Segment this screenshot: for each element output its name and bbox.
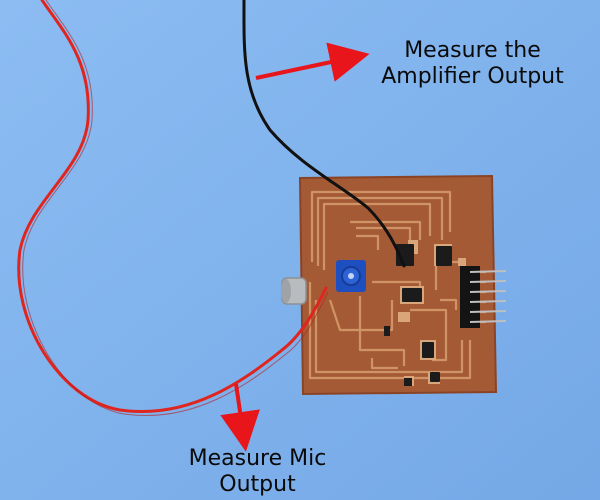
red-wire	[17, 0, 328, 413]
black-wire	[242, 0, 406, 268]
mic-label-line1: Measure Mic	[188, 446, 327, 471]
mic-arrow	[220, 383, 260, 452]
ic-chips	[384, 244, 452, 386]
amplifier-output-label: Measure the Amplifier Output	[370, 38, 575, 90]
amplifier-label-line2: Amplifier Output	[381, 64, 564, 89]
pcb-board	[298, 174, 507, 396]
red-wire-shadow	[22, 0, 329, 416]
amplifier-label-line1: Measure the	[404, 38, 541, 63]
pin-header	[460, 266, 507, 328]
microphone	[281, 277, 307, 305]
potentiometer	[336, 260, 366, 292]
mic-output-label: Measure Mic Output	[170, 446, 345, 498]
amplifier-arrow	[255, 42, 370, 82]
mic-label-line2: Output	[219, 472, 296, 497]
